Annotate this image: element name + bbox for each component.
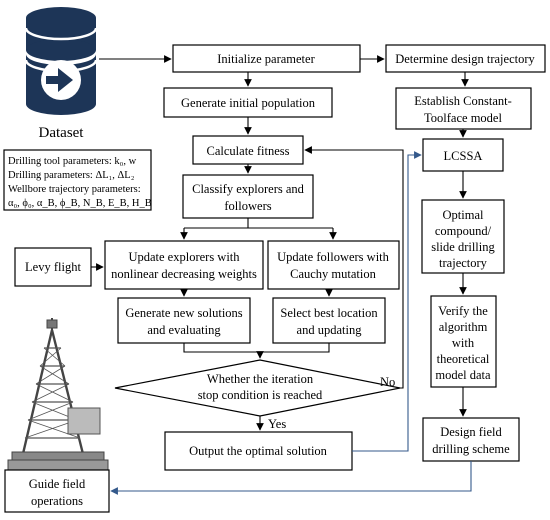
- verify-text-4: theoretical: [437, 352, 490, 366]
- optimal-text-4: trajectory: [439, 256, 488, 270]
- decision-text-2: stop condition is reached: [198, 388, 323, 402]
- decision-diamond: Whether the iteration stop condition is …: [114, 359, 401, 417]
- update-explorers-text-1: Update explorers with: [128, 250, 240, 264]
- verify-text-3: with: [452, 336, 475, 350]
- calc-fitness-box: Calculate fitness: [192, 135, 304, 165]
- optimal-text-2: compound/: [435, 224, 492, 238]
- gen-new-box: Generate new solutions and evaluating: [117, 297, 251, 344]
- update-followers-box: Update followers with Cauchy mutation: [267, 240, 400, 290]
- param-line-4: α₀, ϕ₀, α_B, ϕ_B, N_B, E_B, H_B: [8, 198, 152, 209]
- edge-output-lcssa: [352, 151, 422, 452]
- gen-pop-box: Generate initial population: [163, 87, 333, 118]
- update-followers-text-1: Update followers with: [277, 250, 390, 264]
- lcssa-text: LCSSA: [444, 149, 483, 163]
- optimal-text-3: slide drilling: [431, 240, 495, 254]
- verify-text-5: model data: [435, 368, 491, 382]
- design-field-text-2: drilling scheme: [432, 442, 510, 456]
- classify-text-1: Classify explorers and: [192, 182, 305, 196]
- param-line-2: Drilling parameters: ΔL₁, ΔL₂: [8, 170, 135, 181]
- update-followers-text-2: Cauchy mutation: [290, 267, 376, 281]
- update-explorers-box: Update explorers with nonlinear decreasi…: [104, 240, 264, 290]
- output-text: Output the optimal solution: [189, 444, 328, 458]
- database-icon: [24, 7, 98, 115]
- output-box: Output the optimal solution: [164, 431, 353, 471]
- edge-decision-no: [304, 146, 404, 389]
- edge-gennew-decision: [183, 343, 264, 359]
- levy-text: Levy flight: [25, 260, 81, 274]
- gen-new-text-1: Generate new solutions: [125, 306, 242, 320]
- gen-pop-text: Generate initial population: [181, 96, 316, 110]
- calc-fitness-text: Calculate fitness: [207, 144, 290, 158]
- establish-text-2: Toolface model: [424, 111, 502, 125]
- verify-box: Verify the algorithm with theoretical mo…: [430, 295, 497, 388]
- dataset-label: Dataset: [39, 125, 85, 141]
- design-traj-box: Determine design trajectory: [385, 44, 546, 73]
- design-field-box: Design field drilling scheme: [422, 417, 520, 462]
- param-line-3: Wellbore trajectory parameters:: [8, 184, 141, 195]
- no-label: No: [380, 375, 395, 389]
- design-traj-text: Determine design trajectory: [395, 52, 535, 66]
- yes-label: Yes: [268, 417, 286, 431]
- guide-text-2: operations: [31, 494, 83, 508]
- decision-text-1: Whether the iteration: [207, 372, 314, 386]
- establish-box: Establish Constant- Toolface model: [395, 87, 532, 130]
- init-param-text: Initialize parameter: [217, 52, 315, 66]
- edge-select-decision: [260, 343, 330, 353]
- verify-text-1: Verify the: [438, 304, 488, 318]
- dataset-params-box: Drilling tool parameters: k₀, w Drilling…: [3, 149, 152, 211]
- optimal-box: Optimal compound/ slide drilling traject…: [421, 199, 505, 274]
- establish-text-1: Establish Constant-: [414, 94, 512, 108]
- gen-new-text-2: and evaluating: [147, 323, 221, 337]
- drilling-rig-icon: [7, 318, 109, 478]
- design-field-text-1: Design field: [440, 425, 502, 439]
- classify-text-2: followers: [224, 199, 271, 213]
- update-explorers-text-2: nonlinear decreasing weights: [111, 267, 257, 281]
- select-best-text-1: Select best location: [280, 306, 378, 320]
- classify-box: Classify explorers and followers: [182, 174, 314, 219]
- verify-text-2: algorithm: [439, 320, 488, 334]
- edge-design-guide: [110, 461, 472, 495]
- lcssa-box: LCSSA: [422, 138, 504, 172]
- select-best-box: Select best location and updating: [272, 297, 386, 344]
- guide-box: Guide field operations: [4, 469, 110, 513]
- select-best-text-2: and updating: [297, 323, 363, 337]
- optimal-text-1: Optimal: [443, 208, 484, 222]
- edge-classify-branch: [184, 218, 333, 229]
- init-param-box: Initialize parameter: [172, 44, 361, 73]
- param-line-1: Drilling tool parameters: k₀, w: [8, 156, 137, 167]
- guide-text-1: Guide field: [29, 477, 86, 491]
- levy-box: Levy flight: [14, 247, 92, 287]
